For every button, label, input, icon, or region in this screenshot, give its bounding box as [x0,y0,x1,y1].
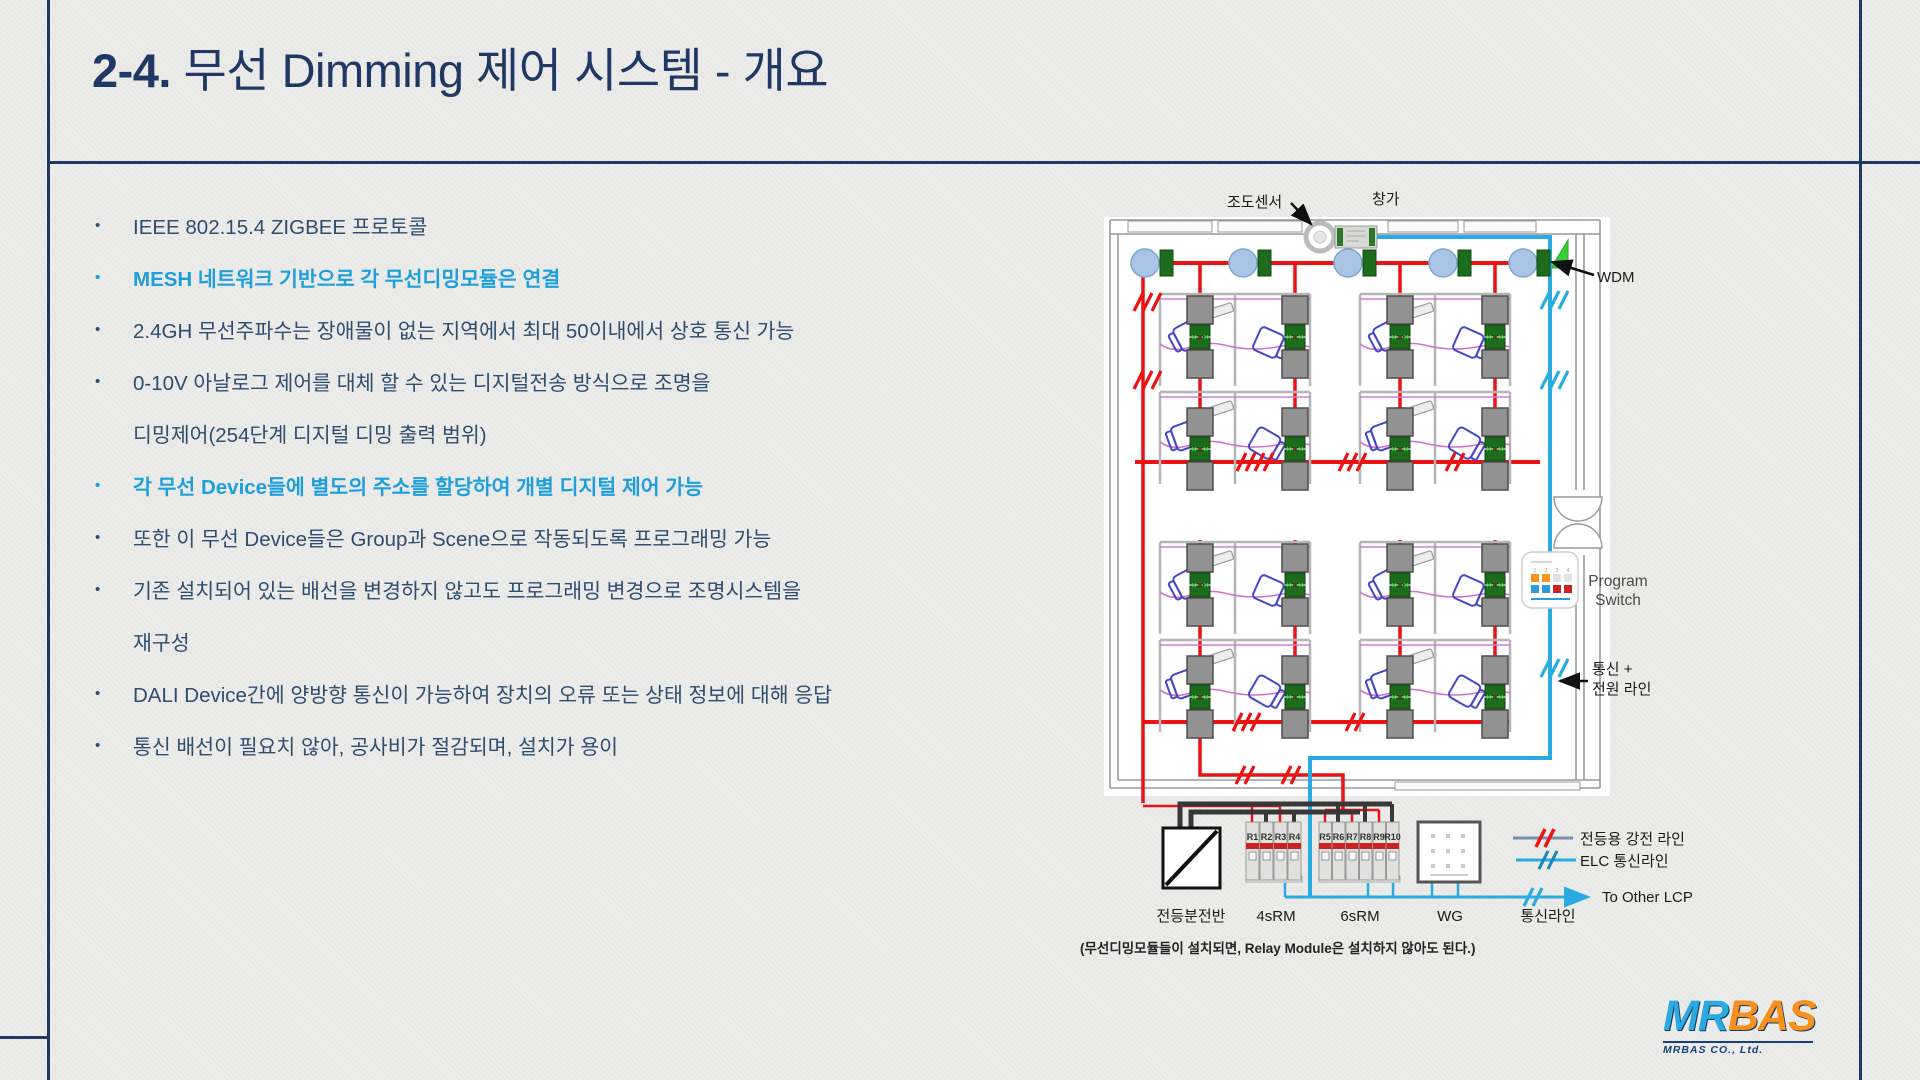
bullet-item: • 0-10V 아날로그 제어를 대체 할 수 있는 디지털전송 방식으로 조명을 [95,355,995,407]
bullet-item: 재구성 [95,615,995,667]
program-switch-icon: 1 2 3 4 [1521,551,1579,609]
program-switch-label: Program [1588,573,1647,590]
bullet-marker-icon: • [95,320,101,338]
bullet-text: 기존 설치되어 있는 배선을 변경하지 않고도 프로그래밍 변경으로 조명시스템… [133,580,801,603]
page-title: 2-4. 무선 Dimming 제어 시스템 - 개요 [92,32,829,101]
bullet-text: 디밍제어(254단계 디지털 디밍 출력 범위) [133,424,487,447]
legend-comm-label: ELC 통신라인 [1580,853,1669,870]
title-text: 무선 Dimming 제어 시스템 - 개요 [171,44,829,97]
breaker-label: R9 [1373,832,1385,842]
company-logo: MRBAS MRBAS CO., Ltd. [1663,992,1817,1056]
bullet-marker-icon: • [95,528,101,546]
bullet-item: 디밍제어(254단계 디지털 디밍 출력 범위) [95,407,995,459]
bullet-item: • 통신 배선이 필요치 않아, 공사비가 절감되며, 설치가 용이 [95,719,995,771]
panel-label: 전등분전반 [1156,908,1225,925]
wdm-device-icon [1334,225,1378,249]
bullet-text: DALI Device간에 양방향 통신이 가능하여 장치의 오류 또는 상태 … [133,684,832,707]
window-label: 창가 [1372,191,1400,208]
bullet-text: 2.4GH 무선주파수는 장애물이 없는 지역에서 최대 50이내에서 상호 통… [133,320,795,343]
bullet-text: 재구성 [133,632,190,655]
bullet-marker-icon: • [95,372,101,390]
bullet-marker-icon: • [95,736,101,754]
bullet-item: • IEEE 802.15.4 ZIGBEE 프로토콜 [95,199,995,251]
footnote: (무선디밍모듈들이 설치되면, Relay Module은 설치하지 않아도 된… [1080,940,1476,956]
bullet-text: 0-10V 아날로그 제어를 대체 할 수 있는 디지털전송 방식으로 조명을 [133,372,711,395]
cable-bundle [1177,801,1394,828]
floor-plan-diagram: R1 R2 R3 R4 R5 R6 R7 R8 R9 R10 [1080,140,1920,985]
svg-text:2: 2 [1545,568,1548,574]
relay-module-6s: R5 R6 R7 R8 R9 R10 [1318,821,1401,883]
legend-power-label: 전등용 강전 라인 [1580,831,1685,848]
bullet-list: • IEEE 802.15.4 ZIGBEE 프로토콜 • MESH 네트워크 기반으… [95,199,995,771]
sensor-label: 조도센서 [1227,194,1282,211]
comm-line-label: 통신라인 [1520,908,1575,925]
legend: 전등용 강전 라인 ELC 통신라인 [1513,827,1685,871]
bullet-text: MESH 네트워크 기반으로 각 무선디밍모듈은 연결 [133,268,561,291]
bullet-item: • 기존 설치되어 있는 배선을 변경하지 않고도 프로그래밍 변경으로 조명시스… [95,563,995,615]
breaker-label: R4 [1289,832,1301,842]
logo-subtitle: MRBAS CO., Ltd. [1663,1041,1813,1056]
bullet-text: 또한 이 무선 Device들은 Group과 Scene으로 작동되도록 프로… [133,528,772,551]
wdm-label: WDM [1597,269,1635,286]
wg-gateway [1416,820,1482,884]
breaker-label: R7 [1346,832,1358,842]
logo-text-mr: MR [1663,992,1729,1040]
bullet-text: 통신 배선이 필요치 않아, 공사비가 절감되며, 설치가 용이 [133,736,619,759]
equipment-row: R1 R2 R3 R4 R5 R6 R7 R8 R9 R10 [1161,801,1482,890]
to-other-lcp-label: To Other LCP [1602,889,1693,906]
ceiling-window-strips [1127,220,1581,791]
breaker-label: R1 [1247,832,1259,842]
bullet-marker-icon: • [95,684,101,702]
svg-text:1: 1 [1534,568,1537,574]
bullet-marker-icon: • [95,216,101,234]
breaker-label: R5 [1319,832,1331,842]
bullet-marker-icon: • [95,580,101,598]
breaker-label: R3 [1275,832,1287,842]
wireless-light-row [1130,248,1551,278]
program-switch-label: Switch [1595,592,1641,609]
breaker-label: R8 [1360,832,1372,842]
frame-line-bottom-left [0,1036,47,1039]
door-symbol [1553,496,1603,549]
title-number: 2-4. [92,44,172,97]
bullet-item: • MESH 네트워크 기반으로 각 무선디밍모듈은 연결 [95,251,995,303]
breaker-label: R2 [1261,832,1273,842]
bullet-item: • 2.4GH 무선주파수는 장애물이 없는 지역에서 최대 50이내에서 상호 … [95,303,995,355]
bullet-item: • DALI Device간에 양방향 통신이 가능하여 장치의 오류 또는 상태… [95,667,995,719]
comm-power-label: 통신 + [1592,661,1633,678]
svg-text:3: 3 [1556,568,1559,574]
distribution-panel [1161,826,1222,890]
bullet-item: • 각 무선 Device들에 별도의 주소를 할당하여 개별 디지털 제어 가능 [95,459,995,511]
logo-text-bas: BAS [1727,992,1817,1040]
wg-label: WG [1437,908,1463,925]
frame-line-top [47,161,1920,164]
svg-text:4: 4 [1567,568,1570,574]
relay6-label: 6sRM [1340,908,1379,925]
bullet-text: 각 무선 Device들에 별도의 주소를 할당하여 개별 디지털 제어 가능 [133,476,704,499]
frame-line-left [47,0,50,1080]
frame-line-right [1859,0,1862,1080]
bullet-text: IEEE 802.15.4 ZIGBEE 프로토콜 [133,216,428,239]
comm-power-label: 전원 라인 [1592,681,1651,698]
diagram-labels: 조도센서 창가 WDM Program Switch 통신 + 전원 라인 전등… [1080,191,1693,956]
relay-module-4s: R1 R2 R3 R4 [1245,821,1303,883]
bullet-marker-icon: • [95,268,101,286]
bullet-marker-icon: • [95,476,101,494]
floor-plan-svg: R1 R2 R3 R4 R5 R6 R7 R8 R9 R10 [1080,191,1693,956]
breaker-label: R10 [1384,832,1401,842]
floor-plan [1104,217,1610,796]
breaker-label: R6 [1333,832,1345,842]
light-sensor-icon [1303,220,1337,254]
bullet-item: • 또한 이 무선 Device들은 Group과 Scene으로 작동되도록 프… [95,511,995,563]
relay4-label: 4sRM [1256,908,1295,925]
